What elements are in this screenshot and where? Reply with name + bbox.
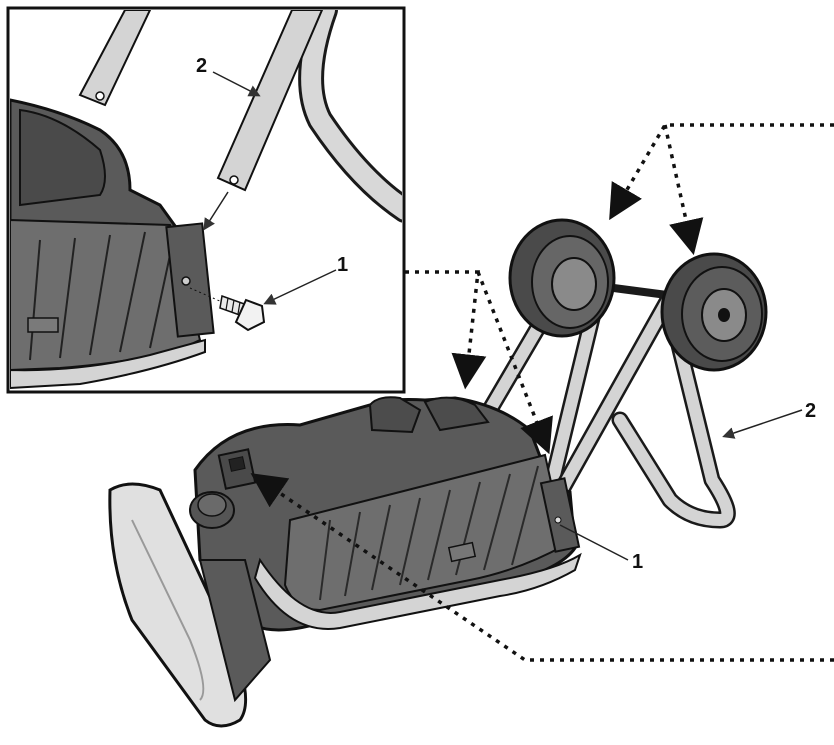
adjust-knob-icon	[189, 491, 235, 529]
inset-body	[10, 98, 215, 390]
main-callout-1: 1	[632, 551, 643, 573]
dotted-arrows	[250, 123, 834, 662]
inset-detail: 2 1	[6, 6, 406, 394]
main-assembly	[108, 218, 768, 728]
mower-body	[189, 396, 582, 632]
main-leaders	[559, 409, 803, 561]
inset-callout-2: 2	[196, 55, 207, 77]
main-callout-2: 2	[805, 400, 816, 422]
bolt-icon	[189, 287, 266, 332]
front-plate	[108, 482, 272, 728]
inset-frame-tube	[298, 10, 402, 223]
inset-callout-1: 1	[337, 254, 348, 276]
wheel-right	[660, 252, 768, 372]
inset-flat-bar-right	[216, 10, 324, 192]
inset-flat-bar-left	[78, 10, 152, 107]
switch-box	[217, 448, 257, 490]
inset-leaders	[203, 71, 337, 305]
wheel-left	[508, 218, 616, 338]
